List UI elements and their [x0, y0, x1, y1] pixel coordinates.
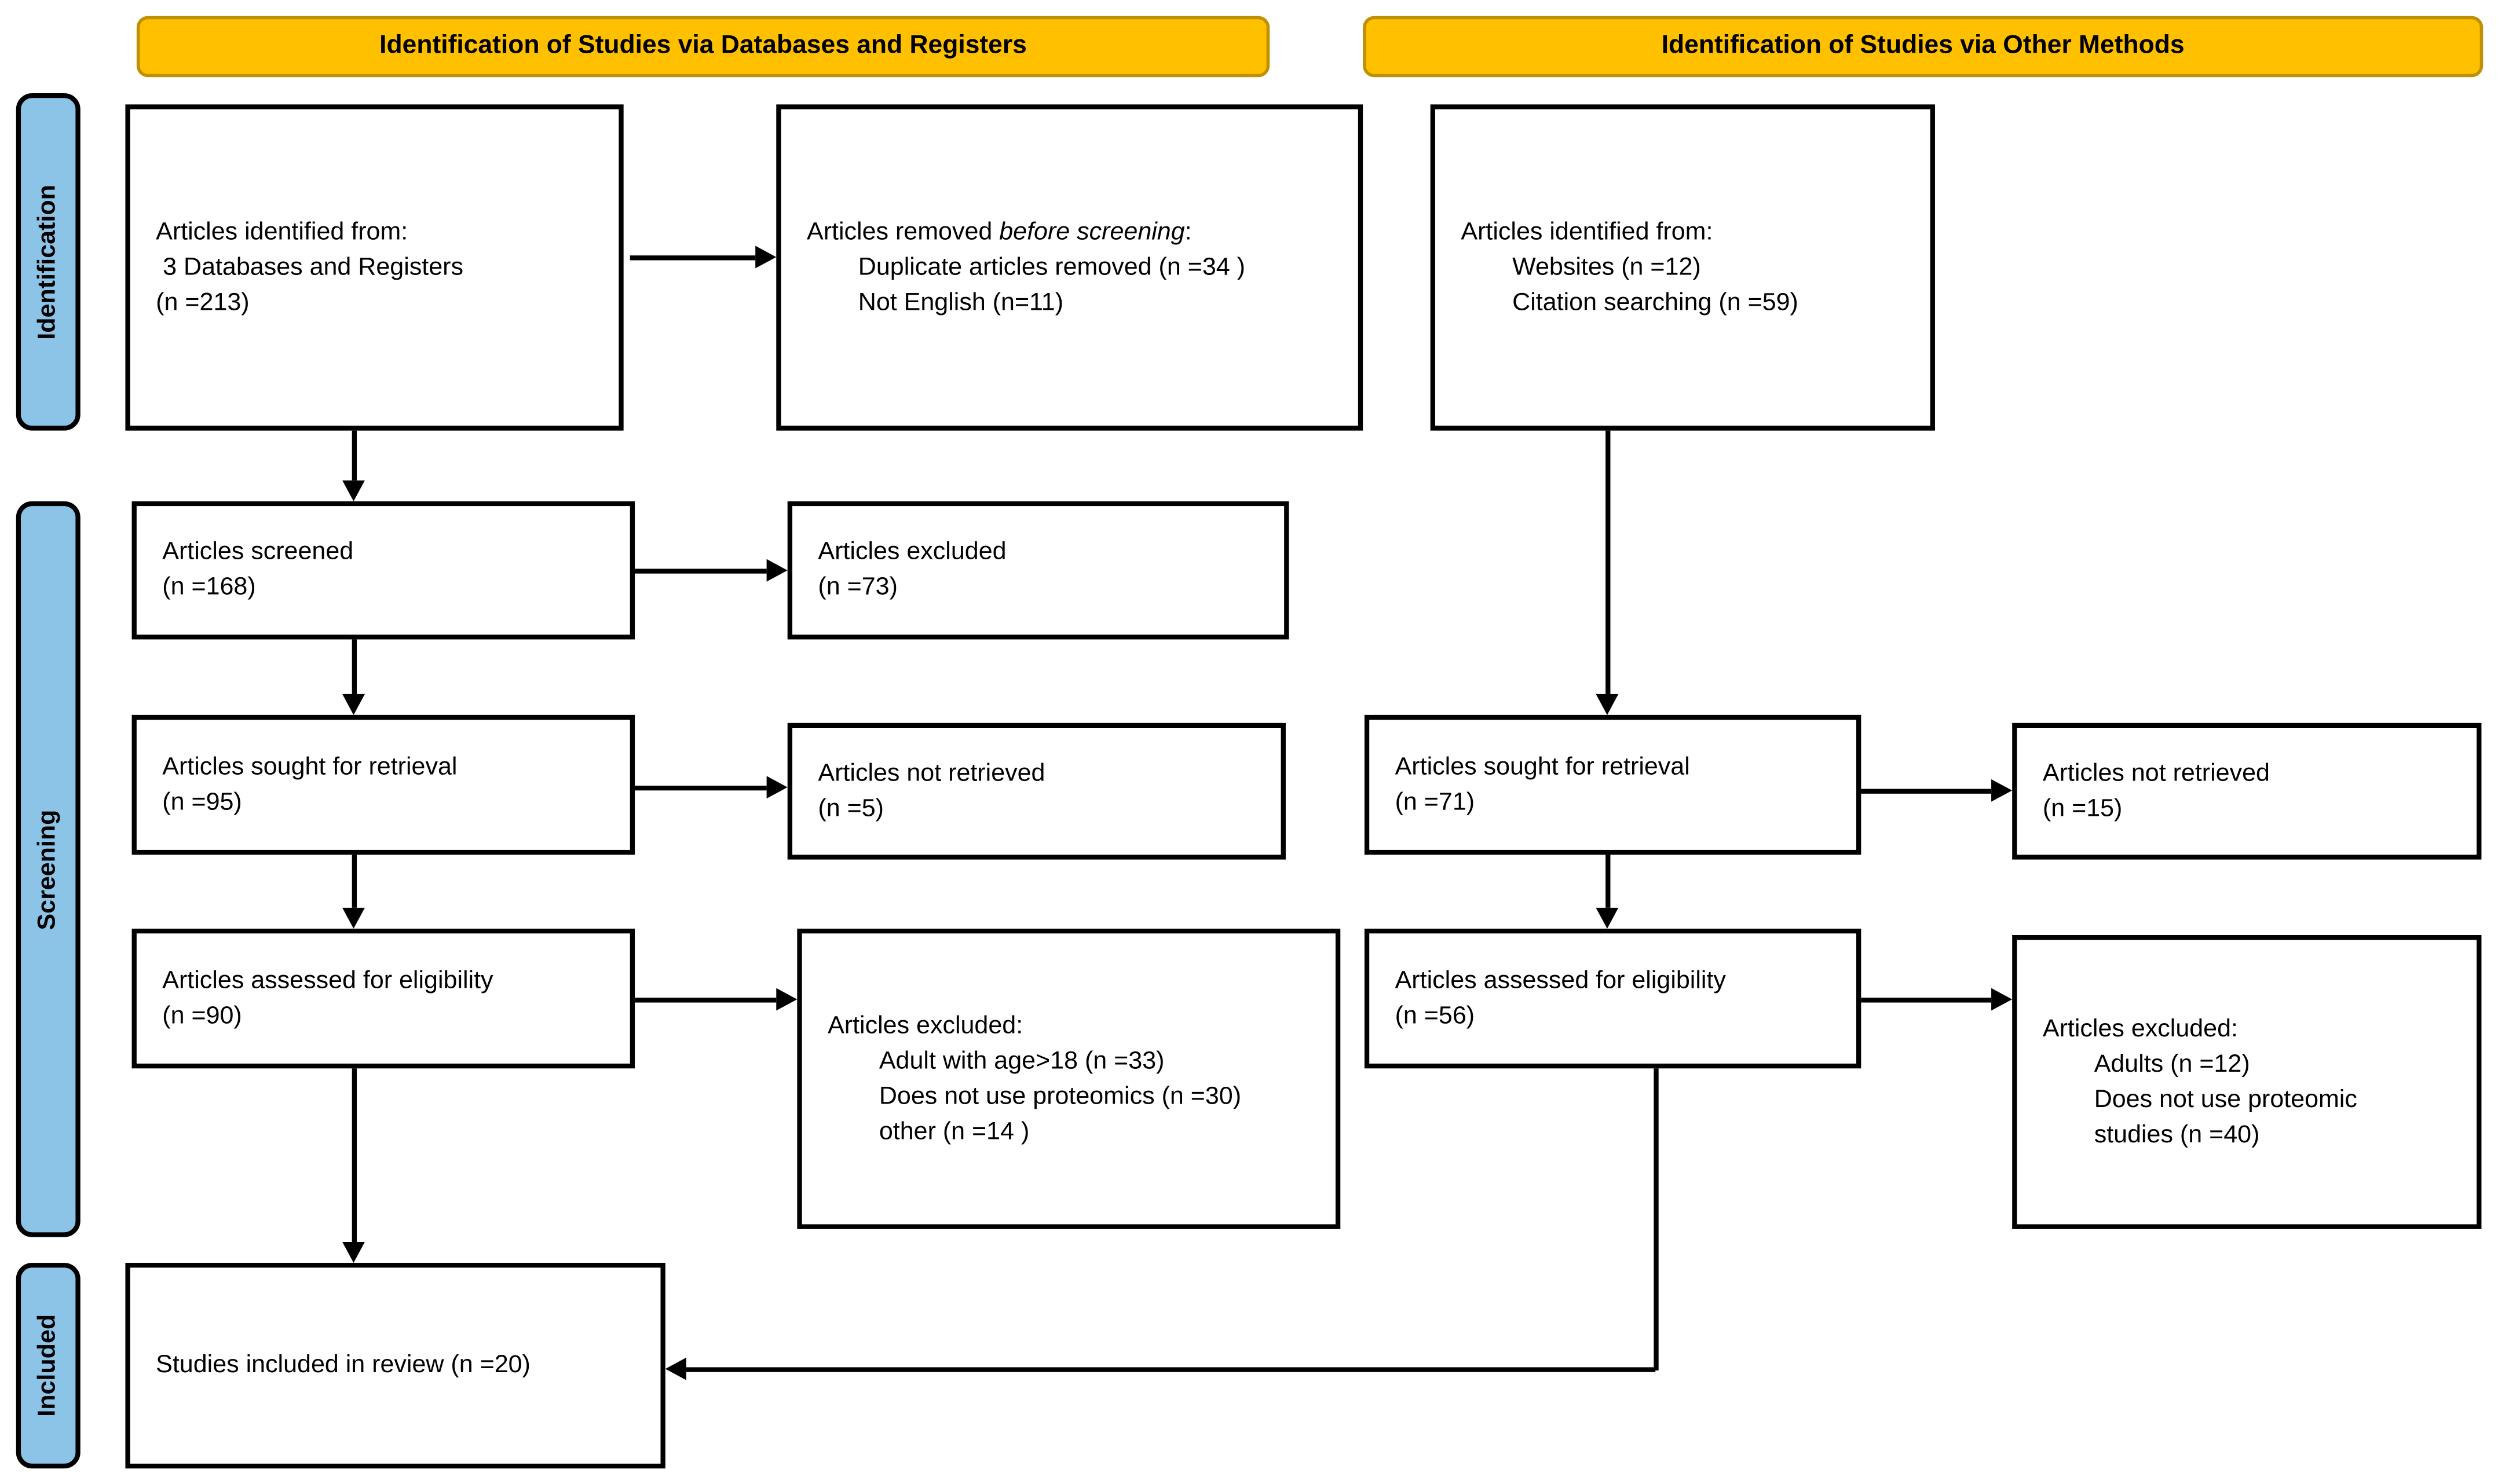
box-db-assessed-eligibility: Articles assessed for eligibility (n =90… [131, 928, 635, 1069]
box-text-line: Does not use proteomic [2094, 1085, 2357, 1113]
box-text-line: Articles excluded: [828, 1011, 1023, 1039]
box-articles-identified-other: Articles identified from: Websites (n =1… [1430, 104, 1935, 431]
arrowhead-down-assessed [342, 907, 365, 929]
arrow-identified-to-screened-line [351, 430, 356, 481]
arrow-assessed-to-included-line [351, 1068, 356, 1242]
arrowhead-right-excluded-eligibility [776, 988, 798, 1011]
header-databases-registers: Identification of Studies via Databases … [136, 16, 1270, 78]
box-other-assessed-eligibility: Articles assessed for eligibility (n =56… [1364, 928, 1861, 1069]
box-text-line: Articles not retrieved [818, 759, 1045, 787]
box-articles-removed-before-screening: Articles removed before screening: Dupli… [776, 104, 1363, 431]
box-articles-excluded-screening: Articles excluded (n =73) [787, 501, 1289, 640]
stage-screening-label: Screening [34, 809, 61, 930]
arrow-sought-to-assessed-line [351, 855, 356, 908]
box-text-line: (n =95) [162, 788, 242, 816]
arrow-sought-to-not-retrieved-line [635, 785, 767, 790]
box-articles-screened: Articles screened (n =168) [131, 501, 635, 640]
box-text-line: Articles excluded [818, 538, 1007, 566]
box-text-line: Does not use proteomics (n =30) [879, 1082, 1242, 1110]
arrow-assessed-to-excluded-line [635, 996, 777, 1002]
box-text-line: Duplicate articles removed (n =34 ) [858, 253, 1245, 281]
box-text-line: (n =71) [1395, 788, 1475, 816]
box-text-line: Articles excluded: [2042, 1014, 2239, 1042]
arrow-other-assessed-to-included-vertical-line [1652, 1068, 1658, 1370]
stage-included-label: Included [34, 1314, 61, 1417]
box-text-line: Websites (n =12) [1512, 253, 1701, 281]
box-db-sought-retrieval: Articles sought for retrieval (n =95) [131, 714, 635, 855]
header-other-methods: Identification of Studies via Other Meth… [1363, 16, 2484, 78]
box-text-line: Articles removed before screening: [807, 214, 1342, 250]
box-text-line: Studies included in review (n =20) [156, 1351, 531, 1379]
box-text-line: Articles sought for retrieval [162, 753, 458, 780]
removed-title-prefix: Articles removed [806, 217, 1000, 245]
arrowhead-down-other-assessed [1596, 907, 1619, 929]
arrow-screened-to-excluded-line [635, 567, 767, 573]
stage-identification-label: Identification [34, 184, 61, 340]
box-text-line: (n =15) [2042, 794, 2123, 822]
arrow-other-identified-to-sought-line [1604, 430, 1610, 694]
box-text-line: (n =90) [162, 1002, 242, 1029]
arrowhead-down-included [342, 1241, 365, 1263]
box-db-not-retrieved: Articles not retrieved (n =5) [787, 723, 1286, 860]
box-text-line: (n =168) [162, 573, 256, 601]
header-databases-registers-label: Identification of Studies via Databases … [379, 32, 1027, 60]
arrowhead-down-other-sought [1596, 694, 1619, 715]
arrow-other-assessed-to-included-horizontal-line [686, 1366, 1656, 1372]
removed-title-italic: before screening [999, 217, 1185, 245]
box-text-line: Adults (n =12) [2094, 1050, 2250, 1077]
box-text-line: Articles identified from: [1461, 217, 1713, 245]
box-text-line: Adult with age>18 (n =33) [879, 1046, 1165, 1075]
arrowhead-down-screened [342, 480, 365, 501]
box-text-line: 3 Databases and Registers [156, 253, 463, 281]
box-studies-included-review: Studies included in review (n =20) [125, 1263, 665, 1469]
stage-included: Included [16, 1263, 81, 1469]
removed-title-suffix: : [1184, 217, 1192, 245]
box-db-excluded-eligibility: Articles excluded: Adult with age>18 (n … [797, 928, 1341, 1229]
box-text-line: Articles sought for retrieval [1395, 753, 1690, 780]
box-text-line: (n =73) [818, 573, 898, 601]
arrowhead-right-removed [755, 245, 777, 269]
box-text-line: studies (n =40) [2094, 1120, 2260, 1148]
arrowhead-right-not-retrieved [766, 776, 788, 799]
arrow-screened-to-sought-line [351, 639, 356, 694]
header-other-methods-label: Identification of Studies via Other Meth… [1661, 32, 2185, 60]
arrowhead-down-sought [342, 694, 365, 715]
stage-screening: Screening [16, 501, 81, 1237]
stage-identification: Identification [16, 93, 81, 431]
arrow-other-assessed-to-excluded-line [1861, 996, 1992, 1002]
arrowhead-left-included [665, 1357, 686, 1380]
box-articles-identified-databases: Articles identified from: 3 Databases an… [125, 104, 624, 431]
box-text-line: (n =213) [156, 288, 250, 316]
box-other-not-retrieved: Articles not retrieved (n =15) [2012, 723, 2482, 860]
arrow-identified-to-removed-line [630, 254, 756, 260]
arrow-other-sought-to-not-retrieved-line [1861, 788, 1992, 793]
box-other-sought-retrieval: Articles sought for retrieval (n =71) [1364, 714, 1861, 855]
box-text-line: Articles identified from: [156, 217, 408, 245]
arrowhead-right-other-excluded-eligibility [1991, 988, 2013, 1011]
arrowhead-right-excluded-screening [766, 559, 788, 582]
box-text-line: Articles assessed for eligibility [162, 966, 493, 994]
box-text-line: Articles assessed for eligibility [1395, 966, 1726, 994]
arrow-other-sought-to-assessed-line [1604, 855, 1610, 908]
box-text-line: (n =5) [818, 794, 884, 822]
box-text-line: Citation searching (n =59) [1512, 288, 1798, 316]
arrowhead-right-other-not-retrieved [1991, 779, 2013, 802]
box-text-line: Articles not retrieved [2042, 759, 2270, 787]
box-other-excluded-eligibility: Articles excluded: Adults (n =12) Does n… [2012, 934, 2482, 1229]
box-text-line: Not English (n=11) [858, 288, 1064, 316]
box-text-line: other (n =14 ) [879, 1117, 1030, 1145]
box-text-line: Articles screened [162, 538, 354, 566]
box-text-line: (n =56) [1395, 1002, 1475, 1029]
